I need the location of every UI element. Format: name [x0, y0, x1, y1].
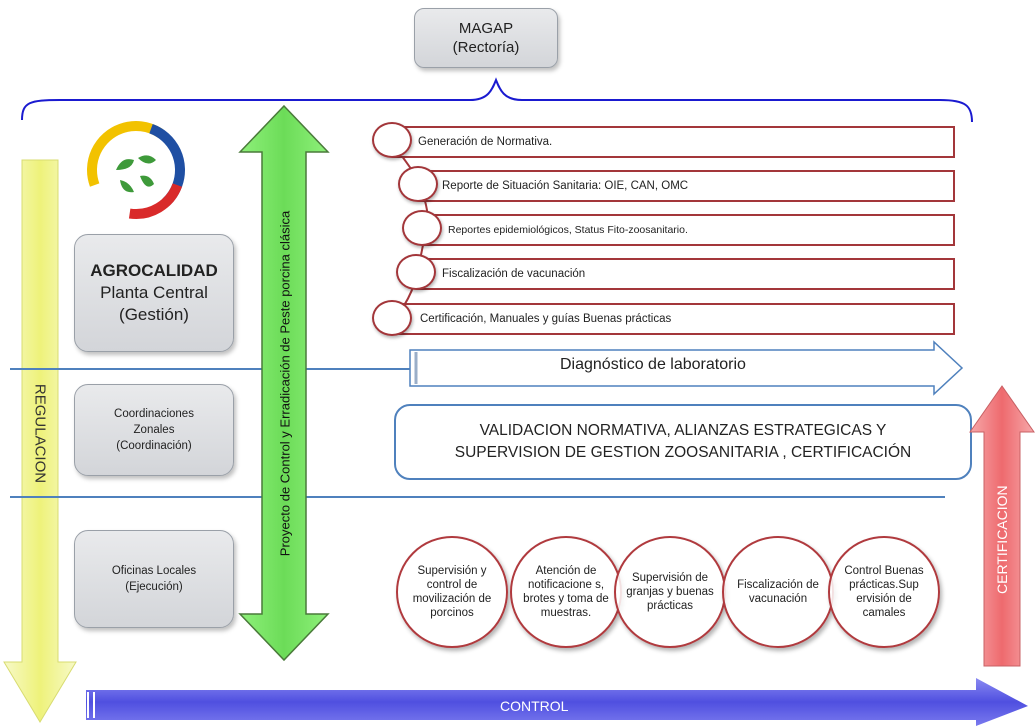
- rectoria-brace: [21, 77, 973, 123]
- activity-circle: Supervisión de granjas y buenas práctica…: [614, 536, 726, 648]
- zonales-label: Zonales: [133, 424, 175, 436]
- activity-circle: Supervisión y control de movilización de…: [396, 536, 508, 648]
- function-text: Reportes epidemiológicos, Status Fito-zo…: [448, 224, 688, 236]
- regulacion-label: REGULACION: [31, 383, 49, 484]
- magap-title: MAGAP: [458, 20, 514, 37]
- activity-text: Fiscalización de vacunación: [737, 579, 819, 605]
- ejecucion-label: (Ejecución): [125, 581, 183, 593]
- function-text: Reporte de Situación Sanitaria: OIE, CAN…: [442, 180, 689, 192]
- agrocalidad-title: AGROCALIDAD: [90, 261, 218, 280]
- coordinaciones-box: Coordinaciones Zonales (Coordinación): [74, 384, 234, 476]
- function-bullet: [372, 122, 412, 158]
- magap-subtitle: (Rectoría): [452, 39, 520, 56]
- project-arrow-label: Proyecto de Control y Erradicación de Pe…: [277, 210, 293, 557]
- function-item: Reporte de Situación Sanitaria: OIE, CAN…: [418, 170, 955, 202]
- function-bullet: [372, 300, 412, 336]
- function-bullet: [402, 210, 442, 246]
- activity-circle: Control Buenas prácticas.Sup ervisión de…: [828, 536, 940, 648]
- validation-box: VALIDACION NORMATIVA, ALIANZAS ESTRATEGI…: [394, 404, 972, 480]
- activity-text: Supervisión de granjas y buenas práctica…: [626, 572, 714, 612]
- function-bullet: [398, 166, 438, 202]
- validation-line2: SUPERVISION DE GESTION ZOOSANITARIA , CE…: [454, 444, 912, 461]
- function-item: Certificación, Manuales y guías Buenas p…: [392, 303, 955, 335]
- regulacion-arrow: [3, 159, 77, 723]
- lab-arrow-label: Diagnóstico de laboratorio: [560, 356, 746, 373]
- function-item: Generación de Normativa.: [392, 126, 955, 158]
- project-arrow: [238, 104, 330, 662]
- function-text: Certificación, Manuales y guías Buenas p…: [420, 313, 672, 325]
- function-text: Fiscalización de vacunación: [442, 268, 586, 280]
- activity-circle: Fiscalización de vacunación: [722, 536, 834, 648]
- activity-circle: Atención de notificacione s, brotes y to…: [510, 536, 622, 648]
- agrocalidad-box: AGROCALIDAD Planta Central (Gestión): [74, 234, 234, 352]
- lab-arrow: [409, 340, 964, 396]
- activity-text: Supervisión y control de movilización de…: [412, 565, 492, 619]
- magap-box: MAGAP (Rectoría): [414, 8, 558, 68]
- certificacion-label: CERTIFICACION: [994, 485, 1010, 594]
- agrocalidad-logo: [87, 121, 185, 219]
- activity-text: Atención de notificacione s, brotes y to…: [523, 565, 609, 619]
- control-label: CONTROL: [500, 698, 569, 714]
- oficinas-box: Oficinas Locales (Ejecución): [74, 530, 234, 628]
- certificacion-arrow: [969, 385, 1035, 667]
- oficinas-label: Oficinas Locales: [111, 565, 197, 577]
- coordinaciones-label: Coordinaciones: [114, 408, 194, 420]
- function-text: Generación de Normativa.: [418, 136, 553, 148]
- activity-text: Control Buenas prácticas.Sup ervisión de…: [844, 565, 924, 619]
- control-arrow: [86, 678, 1028, 726]
- gestion-label: (Gestión): [119, 305, 189, 324]
- divider-bottom: [10, 496, 945, 498]
- planta-central-label: Planta Central: [100, 283, 208, 302]
- function-bullet: [396, 254, 436, 290]
- function-item: Reportes epidemiológicos, Status Fito-zo…: [422, 214, 955, 246]
- function-item: Fiscalización de vacunación: [416, 258, 955, 290]
- validation-line1: VALIDACION NORMATIVA, ALIANZAS ESTRATEGI…: [479, 422, 887, 439]
- coordinacion-label: (Coordinación): [116, 440, 192, 452]
